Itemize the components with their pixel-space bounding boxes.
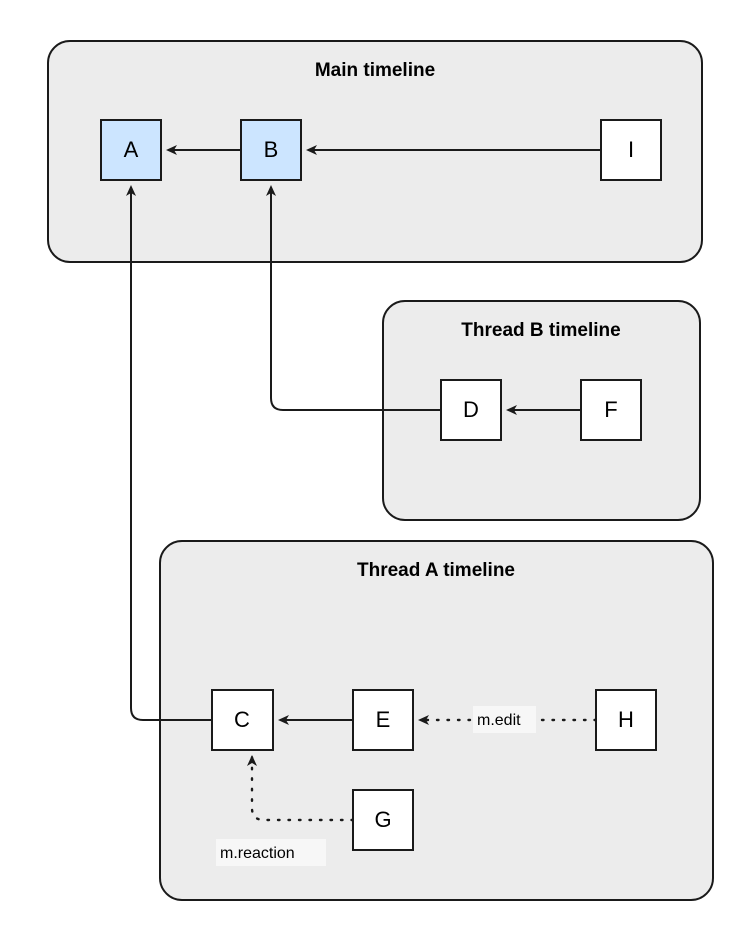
node-F-label: F — [604, 397, 617, 422]
edge-label-m-reaction: m.reaction — [220, 845, 295, 862]
node-H-box[interactable] — [595, 689, 657, 751]
node-H[interactable]: H — [595, 689, 657, 751]
edges-layer — [126, 145, 601, 822]
edge-label-m-edit-background — [473, 706, 536, 733]
group-main-timeline: Main timeline — [47, 40, 703, 263]
edge-C-to-A — [126, 185, 212, 721]
node-G-box[interactable] — [352, 789, 414, 851]
group-thread-a-timeline-title: Thread A timeline — [357, 560, 515, 581]
node-B-box[interactable] — [240, 119, 302, 181]
node-E-label: E — [376, 707, 391, 732]
node-A[interactable]: A — [100, 119, 162, 181]
node-B[interactable]: B — [240, 119, 302, 181]
node-D-box[interactable] — [440, 379, 502, 441]
edge-labels-layer: m.edit m.reaction — [216, 706, 536, 866]
node-H-label: H — [618, 707, 634, 732]
node-A-box[interactable] — [100, 119, 162, 181]
edge-label-m-reaction-background — [216, 839, 326, 866]
group-main-timeline-box — [47, 40, 703, 263]
node-D-label: D — [463, 397, 479, 422]
node-F-box[interactable] — [580, 379, 642, 441]
node-G-label: G — [374, 807, 391, 832]
node-I-label: I — [628, 137, 634, 162]
group-thread-b-timeline-title: Thread B timeline — [461, 320, 620, 341]
node-I-box[interactable] — [600, 119, 662, 181]
node-E-box[interactable] — [352, 689, 414, 751]
node-B-label: B — [264, 137, 279, 162]
node-D[interactable]: D — [440, 379, 502, 441]
node-G[interactable]: G — [352, 789, 414, 851]
group-main-timeline-title: Main timeline — [315, 60, 435, 81]
node-A-label: A — [124, 137, 139, 162]
node-C-box[interactable] — [211, 689, 274, 751]
node-I[interactable]: I — [600, 119, 662, 181]
edge-D-to-B — [266, 185, 441, 411]
node-F[interactable]: F — [580, 379, 642, 441]
nodes-layer: A B I D F C — [100, 119, 662, 851]
node-E[interactable]: E — [352, 689, 414, 751]
edge-label-m-edit: m.edit — [477, 712, 521, 729]
node-C[interactable]: C — [211, 689, 274, 751]
node-C-label: C — [234, 707, 250, 732]
